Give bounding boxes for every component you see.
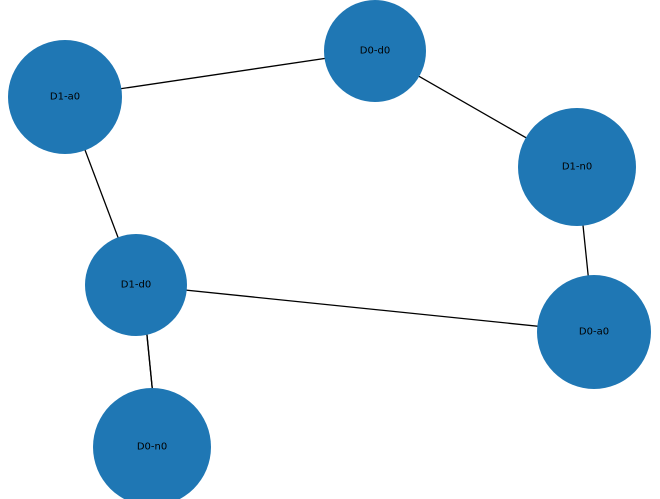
node-circle <box>518 108 636 226</box>
node-d0-n0: D0-n0 <box>93 388 211 499</box>
node-circle <box>93 388 211 499</box>
node-label: D0-a0 <box>579 327 609 338</box>
node-label: D1-a0 <box>50 92 80 103</box>
node-label: D1-d0 <box>121 280 151 291</box>
node-d0-a0: D0-a0 <box>537 275 651 389</box>
node-d1-n0: D1-n0 <box>518 108 636 226</box>
node-circle <box>537 275 651 389</box>
node-d0-d0: D0-d0 <box>324 0 426 102</box>
node-label: D0-n0 <box>137 442 167 453</box>
node-d1-a0: D1-a0 <box>8 40 122 154</box>
node-d1-d0: D1-d0 <box>85 234 187 336</box>
node-circle <box>85 234 187 336</box>
node-label: D1-n0 <box>562 162 592 173</box>
node-circle <box>8 40 122 154</box>
edge-d1-d0-d0-a0 <box>135 284 595 333</box>
node-label: D0-d0 <box>360 46 390 57</box>
node-circle <box>324 0 426 102</box>
